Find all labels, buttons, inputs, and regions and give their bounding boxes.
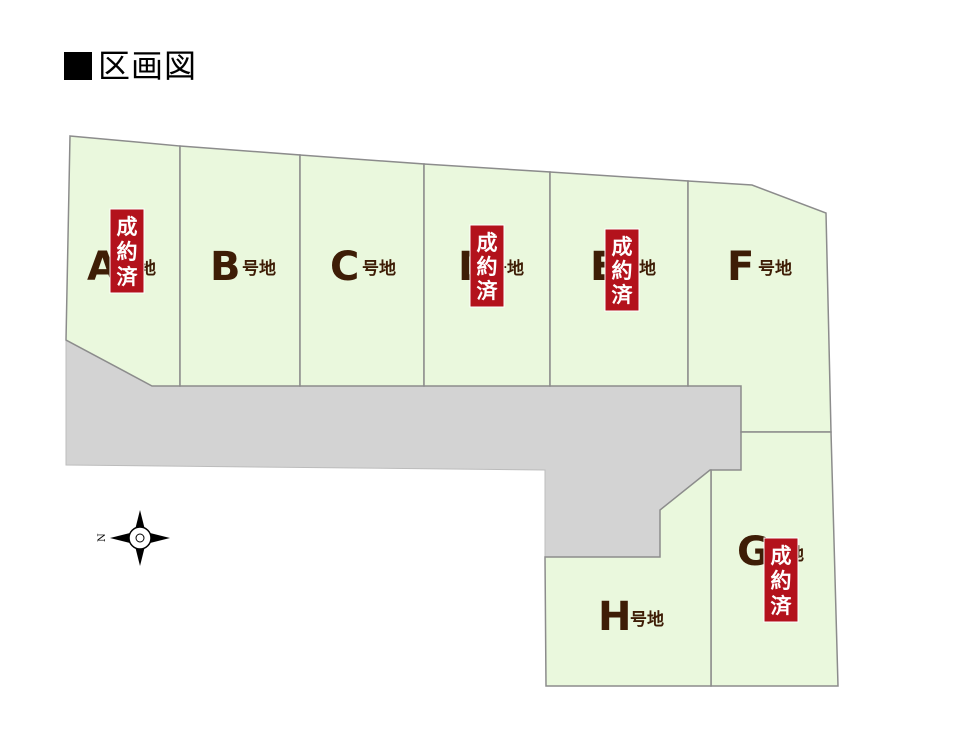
lot-id: B bbox=[210, 244, 241, 290]
lot-label-b: B 号地 bbox=[210, 244, 276, 290]
sold-char: 済 bbox=[771, 593, 793, 618]
compass-north-label: N bbox=[97, 533, 108, 542]
sold-char: 済 bbox=[117, 264, 139, 289]
sold-char: 済 bbox=[477, 278, 499, 303]
sold-char: 約 bbox=[477, 254, 498, 279]
lot-label-c: C 号地 bbox=[330, 244, 396, 290]
lot-id: F bbox=[727, 244, 754, 290]
lot-suffix: 号地 bbox=[362, 258, 396, 279]
sold-char: 成 bbox=[771, 543, 792, 568]
title-text: 区画図 bbox=[98, 47, 198, 85]
sold-char: 成 bbox=[477, 230, 498, 255]
sold-badge-e: 成 約 済 bbox=[604, 228, 640, 312]
title-square-icon bbox=[64, 52, 92, 80]
sold-char: 成 bbox=[612, 234, 633, 259]
sold-char: 約 bbox=[117, 239, 138, 264]
sold-badge-d: 成 約 済 bbox=[469, 224, 505, 308]
sold-char: 済 bbox=[612, 282, 634, 307]
lot-suffix: 号地 bbox=[242, 258, 276, 279]
sold-char: 成 bbox=[117, 214, 138, 239]
lot-suffix: 号地 bbox=[630, 609, 664, 630]
sold-badge-a: 成 約 済 bbox=[109, 208, 145, 294]
page-title: 区画図 bbox=[64, 50, 197, 82]
lot-label-h: H 号地 bbox=[598, 594, 664, 640]
lot-h[interactable] bbox=[544, 469, 712, 687]
lot-id: C bbox=[330, 244, 359, 290]
sold-char: 約 bbox=[771, 568, 792, 593]
sold-char: 約 bbox=[612, 258, 633, 283]
lot-label-f: F 号地 bbox=[727, 244, 792, 290]
lot-id: H bbox=[598, 594, 631, 640]
compass-icon: N bbox=[97, 510, 170, 566]
sold-badge-g: 成 約 済 bbox=[763, 537, 799, 623]
lot-suffix: 号地 bbox=[758, 258, 792, 279]
